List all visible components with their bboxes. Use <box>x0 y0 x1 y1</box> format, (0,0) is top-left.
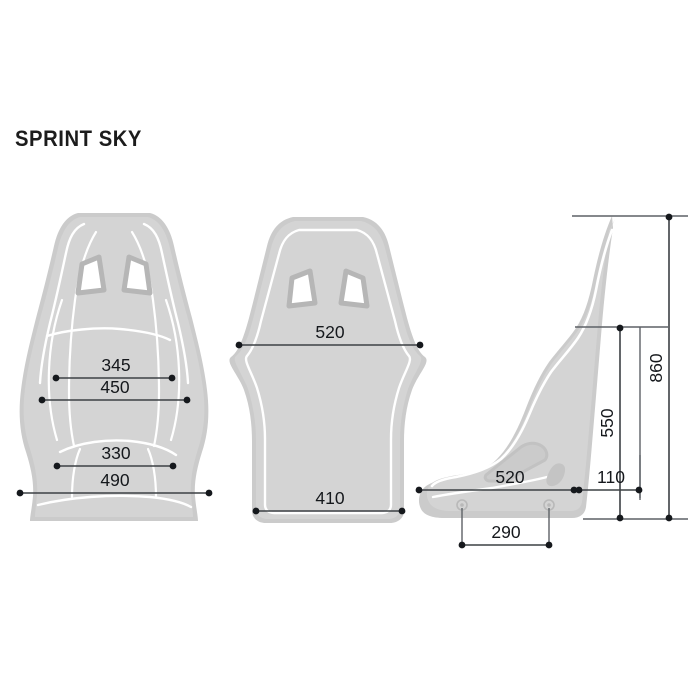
rear-view-inset-contour <box>244 228 412 515</box>
front-view: 345 450 330 490 <box>16 213 213 521</box>
dimension-front-seat-outer: 490 <box>16 470 213 497</box>
dimension-side-back-height: 550 <box>597 324 624 522</box>
dimension-front-shoulder-outer-label: 450 <box>100 377 129 397</box>
dimension-front-seat-outer-label: 490 <box>100 470 129 490</box>
dimension-rear-width-label: 520 <box>315 322 344 342</box>
dimension-side-mount-spacing-label: 290 <box>491 522 520 542</box>
dimension-side-total-height: 860 <box>646 213 673 522</box>
front-view-cushion-lower-seam <box>36 494 193 509</box>
side-view-body <box>426 219 615 511</box>
side-view-side-pad <box>546 463 566 487</box>
front-view-harness-slot-right <box>121 254 153 296</box>
front-view-harness-slot-left <box>75 254 107 296</box>
front-view-wing-seam-left <box>47 298 64 442</box>
side-view-cutout <box>483 441 549 483</box>
rear-view-harness-slot-left <box>286 268 318 309</box>
front-view-cushion-seam <box>58 439 178 457</box>
page-title: SPRINT SKY <box>15 126 142 151</box>
dimension-side-rear-offset: 110 <box>575 467 643 494</box>
rear-view-harness-slot-right <box>338 268 370 309</box>
dimension-side-depth-label: 520 <box>495 467 524 487</box>
dimension-rear-width: 520 <box>235 322 424 349</box>
front-view-backrest-panel <box>38 222 86 385</box>
side-view-highlight-contour <box>430 228 614 488</box>
side-view: 860 550 520 110 <box>415 213 688 549</box>
front-view-body <box>23 217 205 517</box>
dimension-side-rear-offset-label: 110 <box>597 467 625 487</box>
dimension-front-shoulder-inner: 345 <box>52 355 176 382</box>
front-view-backrest-panel-right <box>142 222 190 385</box>
dimension-side-depth: 520 <box>415 467 578 494</box>
dimension-side-mount-spacing: 290 <box>458 522 553 549</box>
front-view-shoulder-seam <box>45 327 172 342</box>
dimension-rear-base-width-label: 410 <box>315 488 344 508</box>
dimension-front-seat-inner-label: 330 <box>101 443 130 463</box>
rear-view: 520 410 <box>229 217 427 523</box>
side-view-cushion-seam <box>431 474 553 499</box>
rear-view-body <box>234 221 422 519</box>
dimension-front-seat-inner: 330 <box>53 443 177 470</box>
dimension-side-total-height-label: 860 <box>646 353 666 382</box>
dimension-side-back-height-label: 550 <box>597 408 617 437</box>
dimension-front-shoulder-inner-label: 345 <box>101 355 130 375</box>
dimension-front-shoulder-outer: 450 <box>38 377 191 404</box>
dimension-rear-base-width: 410 <box>252 488 406 515</box>
front-view-wing-seam-right <box>164 298 181 442</box>
